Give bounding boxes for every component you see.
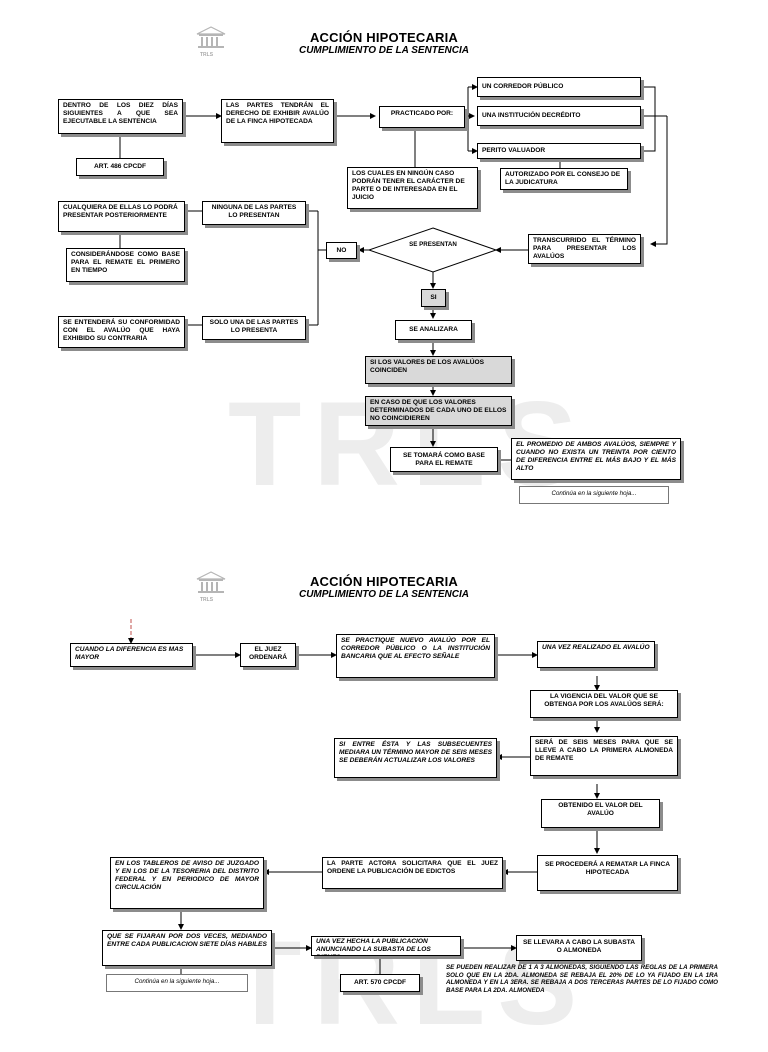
page-subtitle: CUMPLIMIENTO DE LA SENTENCIA (298, 45, 469, 56)
page-title: ACCIÓN HIPOTECARIA (309, 30, 459, 45)
logo-text: TRLS (200, 597, 214, 603)
box-subasta: SE LLEVARA A CABO LA SUBASTA O ALMONEDA (516, 935, 642, 961)
box-perito-valuador: PERITO VALUADOR (477, 143, 641, 159)
box-publicacion: UNA VEZ HECHA LA PUBLICACION ANUNCIANDO … (311, 936, 461, 956)
box-promedio: EL PROMEDIO DE AMBOS AVALÚOS, SIEMPRE Y … (511, 438, 681, 480)
box-se-tomara-base: SE TOMARÁ COMO BASE PARA EL REMATE (390, 447, 498, 472)
box-se-entendera: SE ENTENDERÁ SU CONFORMIDAD CON EL AVALÚ… (58, 316, 185, 348)
box-nuevo-avaluo: SE PRACTIQUE NUEVO AVALÚO POR EL CORREDO… (336, 634, 495, 678)
continua-note: Continúa en la siguiente hoja... (519, 486, 669, 504)
box-procedera: SE PROCEDERÁ A REMATAR LA FINCA HIPOTECA… (537, 855, 678, 891)
page-subtitle: CUMPLIMIENTO DE LA SENTENCIA (298, 589, 469, 600)
box-los-cuales: LOS CUALES EN NINGÚN CASO PODRÁN TENER E… (347, 167, 478, 209)
box-cualquiera: CUALQUIERA DE ELLAS LO PODRÁ PRESENTAR P… (58, 201, 185, 232)
court-logo-icon (196, 571, 226, 593)
box-parte-actora: LA PARTE ACTORA SOLICITARA QUE EL JUEZ O… (322, 857, 503, 889)
box-se-fijaran: QUE SE FIJARAN POR DOS VECES, MEDIANDO E… (102, 930, 272, 966)
box-el-juez-ordenara: EL JUEZ ORDENARÁ (240, 643, 296, 667)
almonedas-note: SE PUEDEN REALIZAR DE 1 A 3 ALMONEDAS, S… (446, 964, 718, 994)
box-se-analizara: SE ANALIZARA (395, 320, 472, 340)
box-obtenido-valor: OBTENIDO EL VALOR DEL AVALÚO (541, 799, 660, 828)
box-considerandose: CONSIDERÁNDOSE COMO BASE PARA EL REMATE … (66, 248, 185, 282)
connector-lines (128, 619, 600, 975)
box-si: SI (421, 289, 446, 307)
box-corredor-publico: UN CORREDOR PÚBLICO (477, 77, 641, 97)
flowchart-page-1: TRLS TRLS ACCIÓN HIPOTECARIA CUMPLIMIENT… (0, 0, 768, 512)
court-logo-icon (196, 26, 226, 48)
box-art-486: ART. 486 CPCDF (76, 158, 164, 176)
box-si-entre: SI ENTRE ÉSTA Y LAS SUBSECUENTES MEDIARA… (334, 738, 497, 778)
page-title: ACCIÓN HIPOTECARIA (309, 574, 459, 589)
connector-lines (119, 84, 668, 461)
box-practicado-por: PRACTICADO POR: (379, 106, 465, 128)
box-una-vez-realizado: UNA VEZ REALIZADO EL AVALÚO (537, 641, 655, 668)
flowchart-page-2: TRLS TRLS ACCIÓN HIPOTECARIA CUMPLIMIENT… (0, 512, 768, 1050)
box-autorizado-consejo: AUTORIZADO POR EL CONSEJO DE LA JUDICATU… (500, 168, 628, 190)
box-solo-una: SOLO UNA DE LAS PARTES LO PRESENTA (202, 316, 306, 340)
box-partes-exhibir: LAS PARTES TENDRÁN EL DERECHO DE EXHIBIR… (221, 99, 334, 143)
box-cuando-diferencia: CUANDO LA DIFERENCIA ES MAS MAYOR (70, 643, 193, 667)
continua-note: Continúa en la siguiente hoja... (106, 974, 248, 992)
box-art-570: ART. 570 CPCDF (340, 974, 420, 992)
box-ninguna-partes: NINGUNA DE LAS PARTES LO PRESENTAN (202, 201, 306, 225)
box-dentro-diez-dias: DENTRO DE LOS DIEZ DÍAS SIGUIENTES A QUE… (58, 99, 183, 134)
box-institucion-credito: UNA INSTITUCIÓN DECRÉDITO (477, 106, 641, 126)
decision-se-presentan: SE PRESENTAN (409, 241, 457, 248)
box-seis-meses: SERÁ DE SEIS MESES PARA QUE SE LLEVE A C… (530, 736, 678, 776)
box-vigencia: LA VIGENCIA DEL VALOR QUE SE OBTENGA POR… (530, 690, 678, 718)
box-tableros: EN LOS TABLEROS DE AVISO DE JUZGADO Y EN… (110, 857, 264, 909)
logo-text: TRLS (200, 52, 214, 58)
box-en-caso: EN CASO DE QUE LOS VALORES DETERMINADOS … (365, 396, 512, 426)
box-no: NO (326, 242, 357, 259)
decision-diamond (367, 227, 498, 273)
box-si-valores: SI LOS VALORES DE LOS AVALÚOS COINCIDEN (365, 356, 512, 384)
box-transcurrido: TRANSCURRIDO EL TÉRMINO PARA PRESENTAR L… (528, 234, 641, 264)
